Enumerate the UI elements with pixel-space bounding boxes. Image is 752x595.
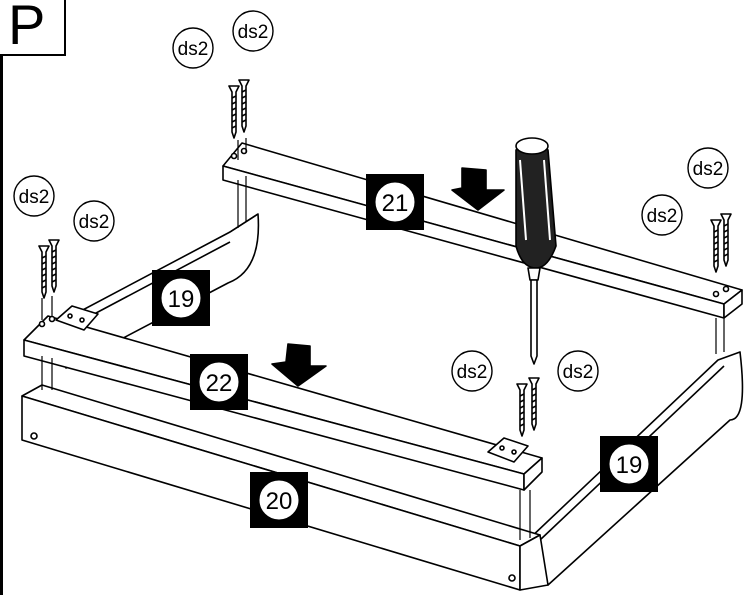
part-label-19-right: 19 [600, 436, 658, 492]
svg-text:19: 19 [616, 452, 643, 479]
screw-icon [38, 79, 732, 437]
hardware-callout: ds2 [687, 147, 729, 189]
hardware-callout: ds2 [172, 27, 214, 69]
down-arrow-icon [271, 167, 505, 387]
hardware-callout: ds2 [232, 10, 274, 52]
part-label-22: 22 [190, 354, 248, 410]
svg-text:21: 21 [382, 190, 409, 217]
svg-text:19: 19 [168, 286, 195, 313]
svg-text:20: 20 [266, 488, 293, 515]
svg-text:ds2: ds2 [647, 206, 678, 227]
hardware-callout: ds2 [451, 350, 493, 392]
svg-text:ds2: ds2 [238, 22, 269, 43]
hardware-callout: ds2 [13, 175, 55, 217]
hardware-callout: ds2 [73, 200, 115, 242]
svg-text:ds2: ds2 [79, 212, 110, 233]
step-box: P [0, 0, 66, 56]
part-label-19-left: 19 [152, 270, 210, 326]
guide-lines [41, 138, 725, 540]
svg-text:ds2: ds2 [19, 187, 50, 208]
part-label-20: 20 [250, 472, 308, 528]
svg-text:ds2: ds2 [693, 159, 724, 180]
bracket-icon [55, 305, 529, 463]
hardware-callout: ds2 [641, 194, 683, 236]
svg-text:ds2: ds2 [178, 39, 209, 60]
hardware-callout: ds2 [557, 350, 599, 392]
svg-text:22: 22 [206, 370, 233, 397]
part-label-21: 21 [366, 174, 424, 230]
svg-text:ds2: ds2 [563, 362, 594, 383]
svg-text:ds2: ds2 [457, 362, 488, 383]
front-rail [23, 315, 543, 491]
step-letter: P [8, 0, 46, 56]
screwdriver-icon [515, 137, 557, 365]
left-border [0, 56, 3, 595]
